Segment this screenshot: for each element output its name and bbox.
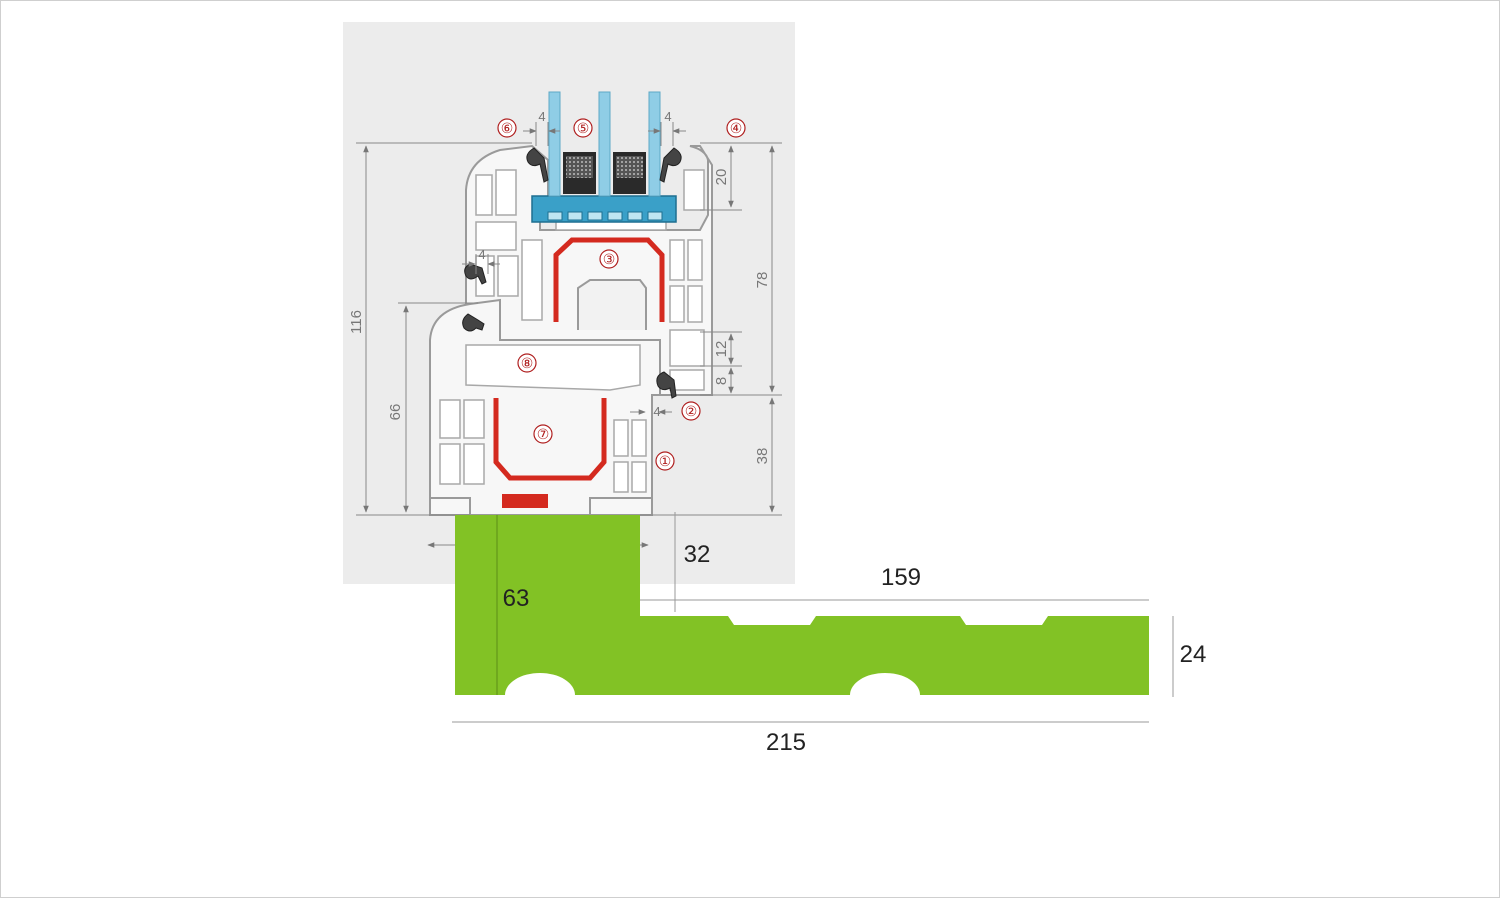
profile-dimension-lines (356, 122, 782, 548)
dim-gap-sash: 4 (478, 247, 485, 262)
callout-7: ⑦ (537, 427, 550, 443)
callouts (497, 118, 746, 471)
sill-dim-inner-height: 63 (503, 585, 530, 612)
callout-4: ④ (730, 121, 743, 137)
sash-web (577, 279, 647, 330)
window-sill-profile (455, 515, 1149, 695)
gasket-glass-right (659, 147, 682, 183)
gaskets (462, 147, 682, 399)
gasket-frame-outer (656, 371, 677, 399)
callout-8: ⑧ (521, 356, 534, 372)
frame-chambers (439, 329, 705, 493)
glass-pane-middle (598, 91, 611, 197)
callout-1: ① (659, 454, 672, 470)
dim-gap-glass-right: 4 (664, 109, 671, 124)
dim-overlap: 12 (713, 341, 730, 358)
dim-gap-frame: 4 (653, 404, 660, 419)
sash-body (465, 144, 713, 396)
dim-sash-height: 78 (754, 272, 771, 289)
glass-pane-left (548, 91, 561, 197)
dim-gap-glass-left: 4 (538, 109, 545, 124)
sash-steel-reinforcement (553, 237, 665, 322)
callout-2: ② (685, 404, 698, 420)
dim-frame-height: 66 (387, 404, 404, 421)
callout-6: ⑥ (501, 121, 514, 137)
frame-bottom-insert (502, 494, 548, 508)
sill-dim-top-length: 159 (881, 564, 921, 591)
dim-rebate: 8 (713, 377, 730, 385)
callout-5: ⑤ (577, 121, 590, 137)
sill-dim-total-width: 215 (766, 729, 806, 756)
dim-bead-height: 20 (713, 169, 730, 186)
gasket-frame-inner (462, 313, 485, 332)
dim-total-height: 116 (348, 310, 365, 334)
dim-frame-lower: 38 (754, 448, 771, 465)
gasket-sash-center (464, 263, 487, 285)
sill-dimension-lines (452, 512, 1174, 723)
glass-pane-right (648, 91, 661, 197)
sill-dim-step: 32 (684, 541, 711, 568)
callout-3: ③ (603, 252, 616, 268)
sill-dim-thickness: 24 (1180, 641, 1207, 668)
gasket-glass-left (526, 147, 549, 183)
frame-steel-reinforcement (493, 398, 607, 481)
